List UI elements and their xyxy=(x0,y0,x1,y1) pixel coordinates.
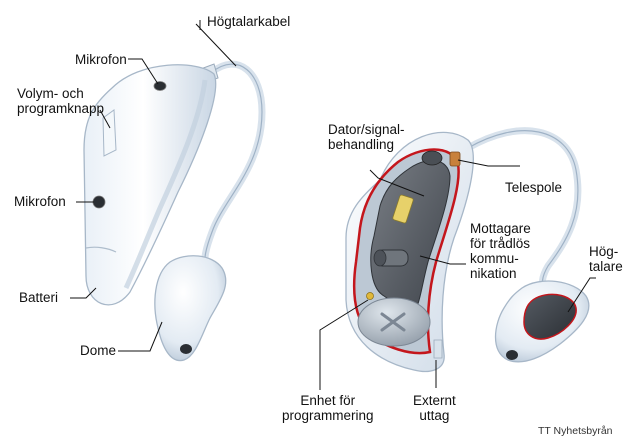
label-mottagare-line1: Mottagare xyxy=(470,221,531,236)
label-volym-line2: programknapp xyxy=(17,101,104,116)
label-batteri: Batteri xyxy=(19,290,58,305)
telecoil xyxy=(450,152,460,166)
label-dator-signalbehandling: Dator/signal- behandling xyxy=(328,122,405,152)
right-hearing-aid xyxy=(346,131,589,372)
label-hogtalare-line2: talare xyxy=(589,259,623,274)
label-dator-line1: Dator/signal- xyxy=(328,122,405,137)
programming-contact xyxy=(367,293,374,300)
label-telespole: Telespole xyxy=(505,180,562,195)
label-externt-uttag: Externt uttag xyxy=(413,393,456,423)
label-mikrofon-mid: Mikrofon xyxy=(14,194,66,209)
leader-dome xyxy=(118,322,162,351)
label-externt-line1: Externt xyxy=(413,393,456,408)
left-hearing-aid xyxy=(84,64,262,361)
label-mottagare-line2: för trådlös xyxy=(470,236,531,251)
label-mottagare-line3: kommu- xyxy=(470,251,531,266)
label-hogtalare-line1: Hög- xyxy=(589,244,623,259)
label-volym-line1: Volym- och xyxy=(17,86,104,101)
credit: TT Nyhetsbyrån xyxy=(538,424,613,439)
label-enhet-programmering: Enhet för programmering xyxy=(282,393,374,423)
label-dator-line2: behandling xyxy=(328,137,405,152)
label-externt-line2: uttag xyxy=(413,408,456,423)
left-dome xyxy=(155,256,226,361)
label-mikrofon-top: Mikrofon xyxy=(75,52,127,67)
left-top-microphone xyxy=(154,82,166,91)
label-hogtalare: Hög- talare xyxy=(589,244,623,274)
label-volym-programknapp: Volym- och programknapp xyxy=(17,86,104,116)
label-enhet-line2: programmering xyxy=(282,408,374,423)
label-mottagare-line4: nikation xyxy=(470,266,531,281)
left-mid-microphone xyxy=(93,196,105,208)
label-enhet-line1: Enhet för xyxy=(282,393,374,408)
label-dome: Dome xyxy=(80,343,116,358)
label-mottagare: Mottagare för trådlös kommu- nikation xyxy=(470,221,531,281)
volume-button xyxy=(103,110,116,156)
leader-hogtalarkabel-b xyxy=(196,24,236,66)
label-hogtalarkabel: Högtalarkabel xyxy=(207,14,290,29)
